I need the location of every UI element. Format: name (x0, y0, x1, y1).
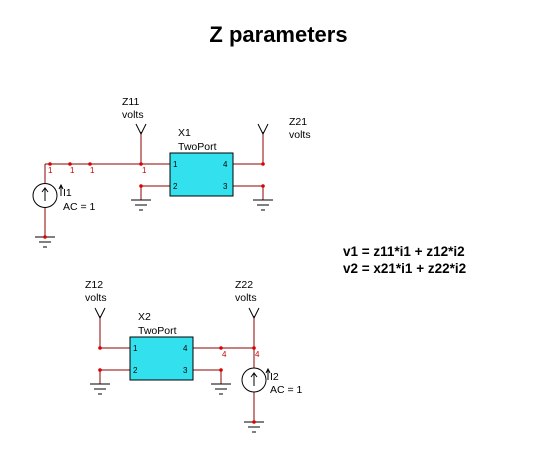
probe-z11-name: Z11 (122, 96, 139, 108)
node-dots (43, 162, 265, 424)
probe-z22-name: Z22 (235, 279, 253, 291)
i2-ref-label: I2 (270, 371, 279, 383)
ground-icon (90, 383, 110, 395)
probe-arrow-icon[interactable] (257, 123, 269, 136)
node-dot (48, 162, 52, 166)
x2-pin-3: 3 (183, 366, 188, 375)
probe-z22-unit: volts (235, 292, 257, 304)
ground-icon (131, 199, 151, 211)
probe-arrow-icon[interactable] (94, 307, 106, 320)
probe-z12-name: Z12 (85, 279, 103, 291)
x2-model-label: TwoPort (138, 325, 177, 337)
node-dot (98, 346, 102, 350)
probe-z21-unit: volts (289, 129, 311, 141)
current-direction-icons (58, 183, 271, 380)
arrow-up-icon (58, 183, 64, 196)
arrow-up-icon (265, 367, 271, 380)
probe-arrow-icon[interactable] (248, 307, 260, 320)
node-dot (139, 184, 143, 188)
x2-pin-4: 4 (183, 344, 188, 353)
x2-pin-2: 2 (133, 366, 138, 375)
current-source-i2[interactable] (241, 367, 267, 393)
node-dot (261, 162, 265, 166)
probe-symbols (94, 123, 269, 320)
wires (44, 132, 264, 422)
equation-v1: v1 = z11*i1 + z12*i2 (343, 244, 465, 259)
node-dot (68, 162, 72, 166)
component-labels: X1 TwoPort X2 TwoPort I1 AC = 1 I2 AC = … (63, 127, 303, 396)
ground-symbols (35, 199, 273, 433)
current-source-i1[interactable] (32, 183, 58, 208)
node-dot (261, 184, 265, 188)
node-dot (88, 162, 92, 166)
ground-icon (211, 383, 231, 395)
node-label: 1 (48, 166, 53, 175)
node-label: 1 (90, 166, 95, 175)
x2-ref-label: X2 (138, 311, 151, 323)
page-title: Z parameters (209, 22, 348, 47)
node-dot (252, 346, 256, 350)
x1-model-label: TwoPort (178, 141, 217, 153)
probe-labels: Z11 volts Z21 volts Z12 volts Z22 volts (85, 96, 311, 304)
pin-numbers: 1 2 3 4 1 2 3 4 (133, 160, 228, 375)
node-label: 4 (222, 350, 227, 359)
x1-pin-1: 1 (173, 160, 178, 169)
x1-pin-2: 2 (173, 182, 178, 191)
node-label: 1 (142, 166, 147, 175)
node-labels: 1 1 1 1 4 4 (48, 166, 260, 359)
node-label: 1 (70, 166, 75, 175)
x1-pin-4: 4 (223, 160, 228, 169)
ground-icon (253, 199, 273, 211)
probe-arrow-icon[interactable] (135, 123, 147, 136)
i2-value-label: AC = 1 (270, 384, 303, 396)
i1-value-label: AC = 1 (63, 201, 96, 213)
node-dot (43, 235, 47, 239)
probe-z12-unit: volts (85, 292, 107, 304)
x1-ref-label: X1 (178, 127, 191, 139)
x1-pin-3: 3 (223, 182, 228, 191)
node-label: 4 (255, 350, 260, 359)
probe-z11-unit: volts (122, 109, 144, 121)
node-dot (252, 420, 256, 424)
x2-pin-1: 1 (133, 344, 138, 353)
twoport-block-x2[interactable] (129, 336, 194, 381)
equation-v2: v2 = x21*i1 + z22*i2 (343, 261, 467, 276)
node-dot (219, 368, 223, 372)
node-dot (98, 368, 102, 372)
probe-z21-name: Z21 (289, 116, 307, 128)
i1-ref-label: I1 (63, 187, 72, 199)
twoport-block-x1[interactable] (169, 152, 234, 197)
node-dot (139, 162, 143, 166)
node-dot (219, 346, 223, 350)
